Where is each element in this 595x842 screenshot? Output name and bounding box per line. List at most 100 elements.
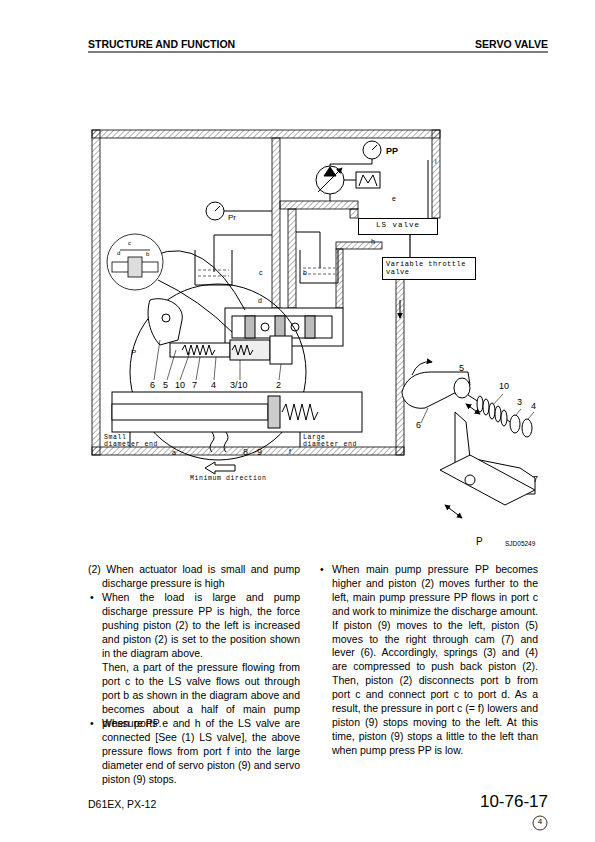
- magnifier-part: [130, 284, 306, 460]
- callout-label: 8: [243, 447, 248, 457]
- pressure-gauge-part: [372, 145, 377, 150]
- pump-symbol-part: [316, 166, 344, 194]
- pressure-gauge-part: [330, 159, 372, 166]
- callout-label: Pr: [228, 213, 236, 222]
- connector-group: [410, 235, 411, 257]
- servo-cylinder-part: [268, 396, 280, 428]
- callout-label: Minimum direction: [190, 475, 267, 482]
- lever-assembly-part: [501, 410, 507, 426]
- callout-label: 6: [416, 420, 421, 430]
- leader-line-part: [240, 360, 241, 380]
- callout-label: PP: [386, 146, 398, 156]
- oil-tank-part: [296, 232, 320, 268]
- body-text: When ports e and h of the LS valve are c…: [102, 717, 300, 787]
- servo-cylinder-part: [282, 404, 318, 420]
- port-line: [400, 160, 428, 318]
- magnifier-part: [230, 340, 270, 360]
- callout-label: 4: [211, 380, 216, 390]
- callout-label: b: [146, 251, 149, 258]
- callout-label: c: [259, 269, 263, 277]
- lever-assembly-part: [522, 419, 532, 437]
- pump-symbol-part: [344, 180, 356, 181]
- callout-label: Small diameter end: [104, 434, 166, 449]
- callout-label: SJD05249: [505, 540, 535, 547]
- callout-label: 10: [499, 381, 509, 391]
- leader-line-part: [214, 357, 216, 380]
- page-header: STRUCTURE AND FUNCTION: [88, 38, 235, 50]
- callout-label: 2: [275, 380, 282, 390]
- node-label: LS valve: [362, 221, 434, 230]
- magnifier-part: [170, 343, 230, 357]
- pipe-connector: [409, 235, 410, 257]
- lever-assembly-part: [495, 406, 501, 422]
- callout-label: 3/10: [230, 380, 248, 390]
- leader-line-part: [167, 350, 176, 380]
- leader-line-part: [528, 412, 534, 419]
- leader-line-part: [154, 340, 160, 380]
- callout-label: 6: [150, 380, 155, 390]
- callout-label: 4: [532, 817, 548, 826]
- hydraulic-wall-part: [336, 249, 343, 308]
- hydraulic-wall-part: [432, 130, 440, 218]
- callout-label: •: [90, 591, 94, 603]
- spool-valve-part: [275, 316, 285, 338]
- lever-assembly-part: [440, 455, 535, 505]
- callout-label: 9: [257, 447, 262, 457]
- lever-assembly-part: [454, 378, 470, 398]
- callout-label: 7: [533, 474, 538, 484]
- pump-symbol-part: [356, 172, 380, 188]
- hydraulic-wall-part: [272, 138, 280, 308]
- spool-valve-part: [245, 316, 255, 338]
- oil-tank-part: [303, 268, 335, 274]
- callout-label: P: [476, 536, 483, 548]
- pressure-gauge-part: [215, 206, 220, 211]
- lever-assembly-part: [445, 505, 462, 518]
- lever-assembly-part: [483, 399, 489, 415]
- pressure-gauge-part: [206, 202, 224, 220]
- pump-symbol-part: [318, 168, 342, 192]
- lever-assembly-part: [489, 403, 495, 419]
- port-line-part: [400, 300, 401, 318]
- throttle-valve-box: Variable throttle valve: [382, 257, 476, 280]
- lever-assembly-part: [466, 404, 480, 414]
- callout-label: •: [90, 717, 94, 729]
- servo-cylinder-part: [300, 432, 301, 447]
- callout-label: h: [371, 238, 375, 246]
- pump-symbol-part: [324, 167, 336, 176]
- magnifier-part: [270, 336, 292, 364]
- magnifier-part: [232, 345, 253, 355]
- leader-line-part: [279, 364, 281, 380]
- inset-detail: [107, 234, 163, 290]
- servo-cylinder-part: [112, 404, 268, 420]
- magnifier-part: [155, 251, 245, 310]
- leader-line-part: [180, 352, 190, 380]
- callout-label: f: [289, 448, 291, 456]
- hydraulic-wall-part: [280, 201, 358, 209]
- node-label: Variable throttle valve: [386, 260, 472, 277]
- callout-label: 5: [163, 380, 168, 390]
- magnifier-part: [182, 345, 215, 355]
- hydraulic-wall-part: [336, 242, 382, 249]
- valve-box: LS valve: [358, 218, 438, 235]
- callout-label: d: [117, 250, 120, 257]
- body-text: (2) When actuator load is small and pump…: [88, 563, 300, 591]
- lever-assembly-part: [402, 372, 470, 408]
- inset-detail-part: [128, 257, 142, 277]
- page-header: SERVO VALVE: [388, 38, 548, 50]
- hydraulic-wall: [92, 130, 440, 455]
- body-text: When main pump pressure PP becomes highe…: [332, 563, 538, 758]
- spool-valve-part: [261, 323, 269, 331]
- callout-label: i: [435, 158, 437, 166]
- servo-cylinder-part: [205, 462, 235, 474]
- magnifier-part: [162, 314, 170, 322]
- hydraulic-wall-part: [92, 130, 440, 138]
- callout-label: P: [131, 348, 136, 357]
- hydraulic-wall-part: [396, 276, 404, 455]
- spool-valve-part: [232, 316, 332, 338]
- pressure-gauge-part: [224, 211, 272, 212]
- pump-symbol-part: [330, 194, 331, 201]
- servo-cylinder: [112, 392, 362, 474]
- callout-label: 10-76-17: [428, 792, 548, 812]
- callout-label: D61EX, PX-12: [88, 798, 156, 810]
